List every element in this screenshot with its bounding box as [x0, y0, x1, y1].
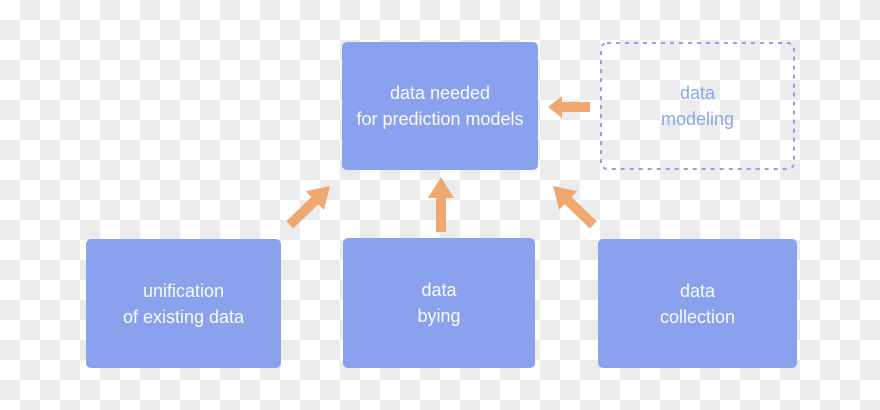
node-data-needed-label: data needed for prediction models	[356, 83, 524, 129]
node-data-modeling: data modeling	[600, 42, 795, 170]
arrow-up-left-icon	[553, 186, 597, 229]
node-data-collection-label: data collection	[659, 280, 736, 327]
node-data-needed: data needed for prediction models	[342, 42, 538, 170]
node-data-modeling-label: data modeling	[660, 83, 735, 129]
node-data-bying: data bying	[343, 238, 535, 368]
node-data-bying-label: data bying	[417, 280, 461, 326]
arrow-up-right-icon	[286, 186, 330, 229]
node-unification-label: unification of existing data	[122, 280, 245, 327]
arrow-up-icon	[428, 177, 454, 232]
node-unification: unification of existing data	[86, 239, 281, 368]
node-data-collection: data collection	[598, 239, 797, 368]
arrow-left-icon	[548, 96, 590, 118]
